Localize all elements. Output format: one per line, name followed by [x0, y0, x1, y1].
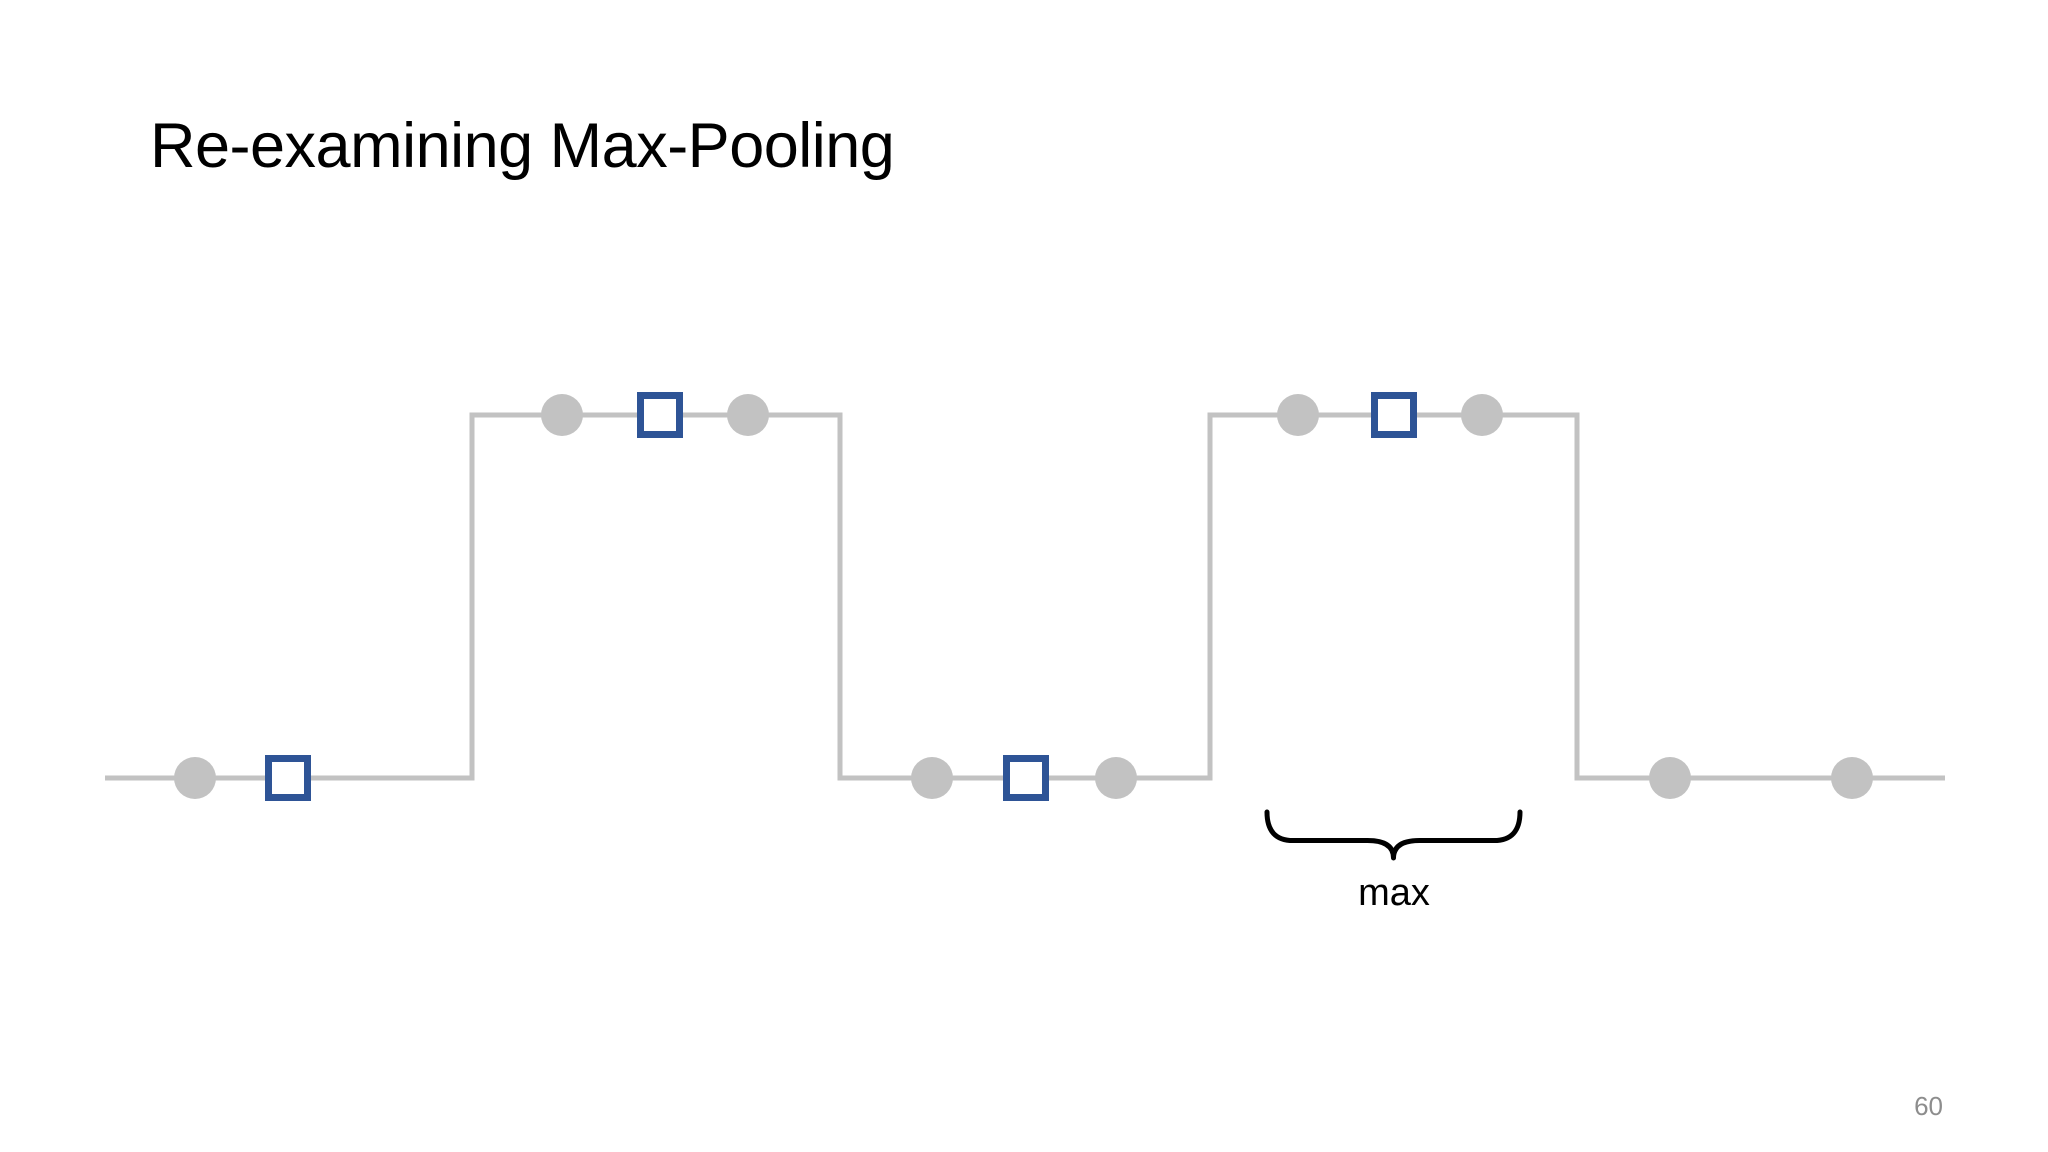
page-title: Re-examining Max-Pooling: [150, 111, 895, 181]
activation-circle-marker: [1649, 757, 1691, 799]
pooled-square-marker: [1371, 392, 1417, 438]
max-brace-icon: [1264, 809, 1523, 861]
pooled-square-marker: [1003, 755, 1049, 801]
activation-circle-marker: [911, 757, 953, 799]
activation-circle-marker: [174, 757, 216, 799]
page-number: 60: [1914, 1091, 1943, 1121]
max-label: max: [1358, 872, 1430, 914]
activation-circle-marker: [541, 394, 583, 436]
activation-circle-marker: [1831, 757, 1873, 799]
pooled-square-markers: [265, 392, 1417, 801]
activation-circle-marker: [1095, 757, 1137, 799]
activation-circle-marker: [1277, 394, 1319, 436]
pooled-square-marker: [265, 755, 311, 801]
pooled-square-marker: [637, 392, 683, 438]
activation-circle-markers: [174, 394, 1873, 799]
activation-circle-marker: [1461, 394, 1503, 436]
step-signal-polyline: [105, 412, 1945, 781]
activation-circle-marker: [727, 394, 769, 436]
